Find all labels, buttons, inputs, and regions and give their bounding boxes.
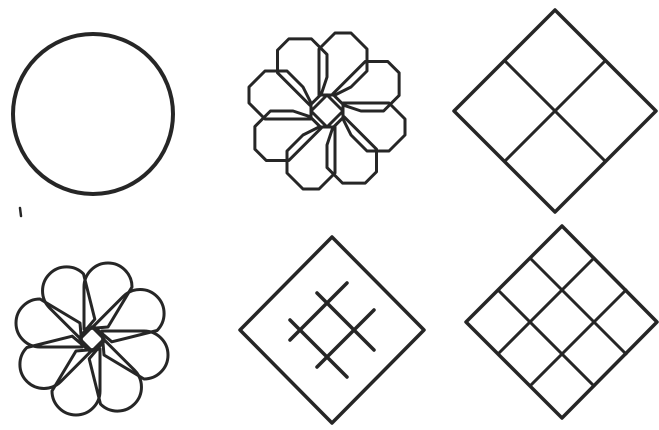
scan-speck [20,208,21,216]
